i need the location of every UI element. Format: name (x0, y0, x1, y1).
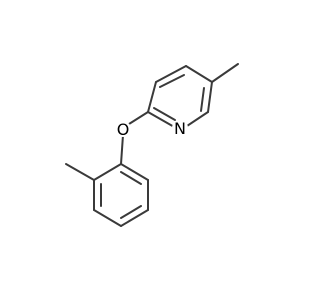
methyl-bond-benzene (65, 163, 95, 181)
bond-c-c-double (159, 74, 185, 88)
molecule-structure-diagram: O N (65, 63, 239, 227)
nitrogen-label: N (174, 119, 186, 138)
bond-c-c (120, 209, 149, 227)
bond-c-c-double (120, 171, 142, 185)
bond-n-c (147, 111, 177, 129)
bond-c-c (147, 81, 157, 113)
oxygen-label: O (117, 120, 130, 139)
bond-c-c-double (200, 87, 205, 112)
pyridine-ring (147, 65, 213, 129)
bond-c-c (207, 81, 213, 113)
benzene-ring (93, 163, 149, 227)
nitrogen-atom: N (172, 119, 188, 138)
nitrogen-label-background (172, 120, 188, 136)
bond-o-c (120, 134, 124, 165)
methyl-bond-pyridine (211, 63, 239, 83)
bond-c-c (120, 163, 149, 181)
bond-c-o (128, 111, 149, 125)
bond-c-n (183, 111, 209, 129)
oxygen-label-background (115, 121, 131, 137)
bond-c-c (155, 65, 187, 83)
bond-c-c (93, 163, 122, 181)
oxygen-atom: O (115, 120, 131, 139)
bond-c-c (185, 65, 213, 83)
bond-c-c-double (120, 205, 142, 219)
bond-n-c-double (153, 107, 176, 121)
bond-c-c (93, 209, 122, 227)
